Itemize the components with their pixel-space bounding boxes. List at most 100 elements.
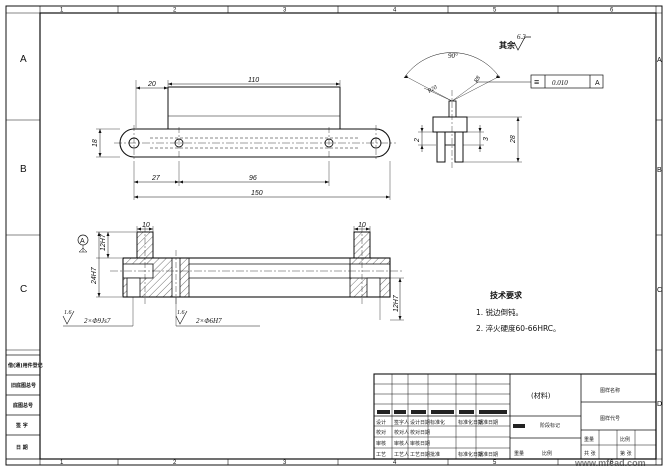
title-block-sign: 签字人: [394, 419, 409, 426]
flatness-symbol: ≡: [534, 77, 539, 87]
top-zone-number: 5: [493, 8, 497, 14]
material-label: (材料): [531, 391, 551, 400]
radius-r8: R8: [473, 75, 482, 85]
bottom-zone-numbers: 1 2 3 4 5 6: [60, 460, 614, 466]
weight-small: 重量: [584, 436, 594, 443]
title-block-std-sign: 批准日期: [478, 451, 498, 458]
title-block-role: 审核: [376, 440, 386, 447]
title-block-mark: [431, 410, 454, 414]
title-block-sign: 校对人: [394, 429, 409, 436]
top-view-dimensions: 20 110 18 27 96 150: [92, 77, 263, 197]
sheet-number: 第 张: [620, 450, 632, 457]
side-view-annotations: 其余 6.3 90° R20 R8 ≡ 0.010 A 2 3 28: [414, 33, 600, 144]
left-zone-letters: A B C: [20, 54, 27, 295]
tech-req-item: 1. 锐边倒钝。: [476, 307, 523, 317]
width-dim-right: 10: [358, 222, 366, 229]
top-view: [96, 80, 396, 200]
top-zone-number: 4: [393, 8, 397, 14]
watermark: www.mfcad.com: [574, 458, 646, 468]
left-zone-letter: C: [20, 284, 27, 295]
top-zone-number: 3: [283, 8, 287, 14]
dim-27: 27: [151, 175, 161, 182]
dim-18: 18: [92, 139, 99, 147]
section-view-annotations: A 12H7 24H7 10 10 12H7 1.6 2×Φ9Js7 1.6 2…: [64, 222, 400, 325]
left-zone-letter: B: [20, 164, 27, 175]
side-dim-3: 3: [483, 137, 490, 141]
bottom-zone-number: 2: [173, 460, 177, 466]
roughness-1: 1.6: [64, 310, 72, 316]
title-block-mark: [459, 410, 474, 414]
title-block-mark: [411, 410, 426, 414]
title-block-std-sign: 标准化日期: [458, 419, 483, 426]
angle-90: 90°: [448, 52, 458, 60]
title-block-date: 校对日期: [410, 429, 430, 436]
title-block-mark: [513, 424, 525, 428]
side-table-row: 底图总号: [12, 402, 33, 409]
right-zone-letters: A B C D: [657, 57, 662, 408]
right-zone-letter: A: [657, 57, 662, 64]
section-view: [62, 226, 404, 327]
dim-150: 150: [251, 190, 263, 197]
width-dim-left: 10: [142, 222, 150, 229]
title-block-date: 设计日期: [410, 419, 430, 426]
tol-24h7: 24H7: [91, 266, 98, 285]
side-registration-table: 借(通)用件登记 旧底图总号 底图总号 签 字 日 期: [5, 354, 43, 460]
side-table-row: 日 期: [16, 444, 28, 451]
tech-req-item: 2. 淬火硬度60-66HRC。: [476, 323, 561, 333]
right-zone-letter: D: [657, 401, 662, 408]
side-dim-2: 2: [414, 138, 421, 143]
side-table-row: 旧底图总号: [11, 382, 36, 389]
title-block-mark: [479, 410, 507, 414]
bottom-zone-number: 4: [393, 460, 397, 466]
side-dim-28: 28: [510, 135, 517, 144]
dim-20: 20: [147, 81, 156, 88]
title-block-std: 批准: [430, 451, 440, 458]
title-block-date: 工艺日期: [410, 452, 430, 458]
hole-callout-2: 2×Φ6H7: [196, 317, 222, 325]
right-zone-letter: B: [657, 167, 662, 174]
roughness-value: 6.3: [517, 33, 526, 41]
tol-12h7-left: 12H7: [100, 233, 107, 251]
flatness-value: 0.010: [552, 79, 568, 87]
top-zone-number: 1: [60, 8, 64, 14]
title-block-sign: 审核人: [394, 440, 409, 447]
title-block-sign: 工艺人: [394, 452, 409, 458]
weight-label: 重量: [514, 450, 524, 457]
title-block-date: 审核日期: [410, 440, 430, 447]
side-table-row: 借(通)用件登记: [7, 362, 43, 369]
tech-req-title: 技术要求: [490, 290, 523, 300]
flatness-datum: A: [595, 80, 600, 87]
top-zone-numbers: 1 2 3 4 5 6: [60, 8, 614, 14]
scale-small: 比例: [620, 436, 630, 443]
side-view: [403, 36, 604, 168]
title-block-role: 工艺: [376, 452, 386, 458]
section-view-arrows: [97, 227, 402, 320]
title-block-mark: [394, 410, 406, 414]
top-view-dim-arrows: [98, 82, 390, 199]
title-block-labels: 设计 校对 审核 工艺 签字人 校对人 审核人 工艺人 设计日期 校对日期 审核…: [376, 387, 646, 468]
bottom-zone-number: 6: [610, 460, 614, 466]
title-block-role: 校对: [376, 429, 386, 436]
top-zone-number: 6: [610, 8, 614, 14]
roughness-note: 其余: [499, 40, 516, 50]
title-block-role: 设计: [376, 419, 386, 426]
side-view-arrows: [404, 75, 520, 162]
right-zone-letter: C: [657, 287, 662, 294]
bottom-zone-number: 1: [60, 460, 64, 466]
stage-label: 阶段标记: [540, 422, 560, 429]
title-block-mark: [377, 410, 390, 414]
radius-r20: R20: [426, 85, 438, 96]
title-block-std-sign: 标准化日期: [458, 451, 483, 458]
bottom-zone-number: 3: [283, 460, 287, 466]
drawing-no-label: 图样代号: [600, 415, 620, 422]
title-block-std-sign: 批准日期: [478, 419, 498, 426]
technical-requirements: 技术要求 1. 锐边倒钝。 2. 淬火硬度60-66HRC。: [476, 290, 561, 333]
roughness-2: 1.6: [177, 310, 185, 316]
title-block-std: 标准化: [430, 419, 445, 426]
sheets-total: 共 张: [584, 450, 596, 457]
datum-a-label: A: [80, 238, 85, 245]
top-zone-number: 2: [173, 8, 177, 14]
bottom-zone-number: 5: [493, 460, 497, 466]
title-block: [373, 373, 657, 460]
